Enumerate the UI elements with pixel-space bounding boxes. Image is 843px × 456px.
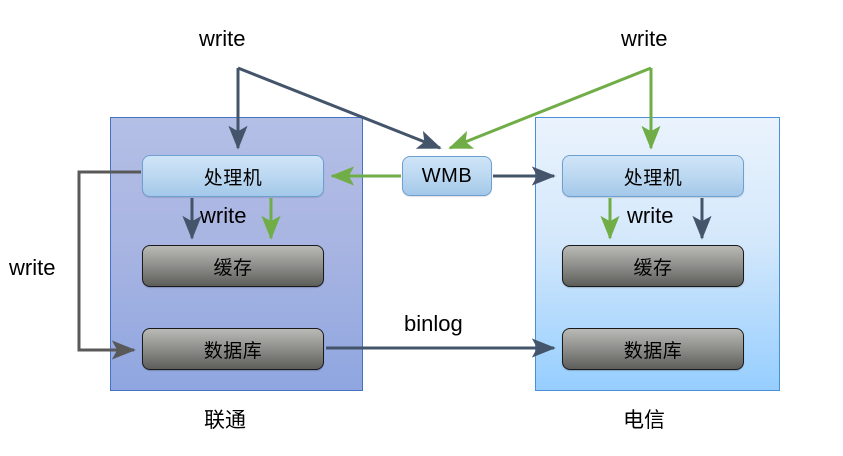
node-left-processor[interactable]: 处理机 [142,155,324,197]
label-write-right-cache: write [627,203,674,228]
node-wmb[interactable]: WMB [402,156,492,196]
edge-write-right-to-wmb [448,66,652,150]
edge-left-processor-to-database [77,170,141,360]
node-right-database-label: 数据库 [623,340,683,362]
label-write-top-left: write [199,26,246,51]
node-wmb-label: WMB [421,164,473,187]
node-left-cache-label: 缓存 [213,257,253,279]
node-right-cache[interactable]: 缓存 [562,245,744,287]
label-write-top-right: write [621,26,668,51]
label-panel-unicom: 联通 [204,409,246,432]
label-binlog: binlog [404,311,463,336]
label-write-left-cache: write [200,203,247,228]
label-panel-telecom: 电信 [623,409,665,432]
node-right-processor-label: 处理机 [623,167,683,189]
node-right-database[interactable]: 数据库 [562,328,744,370]
label-write-far-left: write [9,255,56,280]
node-left-cache[interactable]: 缓存 [142,245,324,287]
edge-write-left-to-wmb [237,66,442,150]
node-left-processor-label: 处理机 [203,167,263,189]
node-left-database[interactable]: 数据库 [142,328,324,370]
node-left-database-label: 数据库 [203,340,263,362]
node-right-processor[interactable]: 处理机 [562,155,744,197]
node-right-cache-label: 缓存 [633,257,673,279]
